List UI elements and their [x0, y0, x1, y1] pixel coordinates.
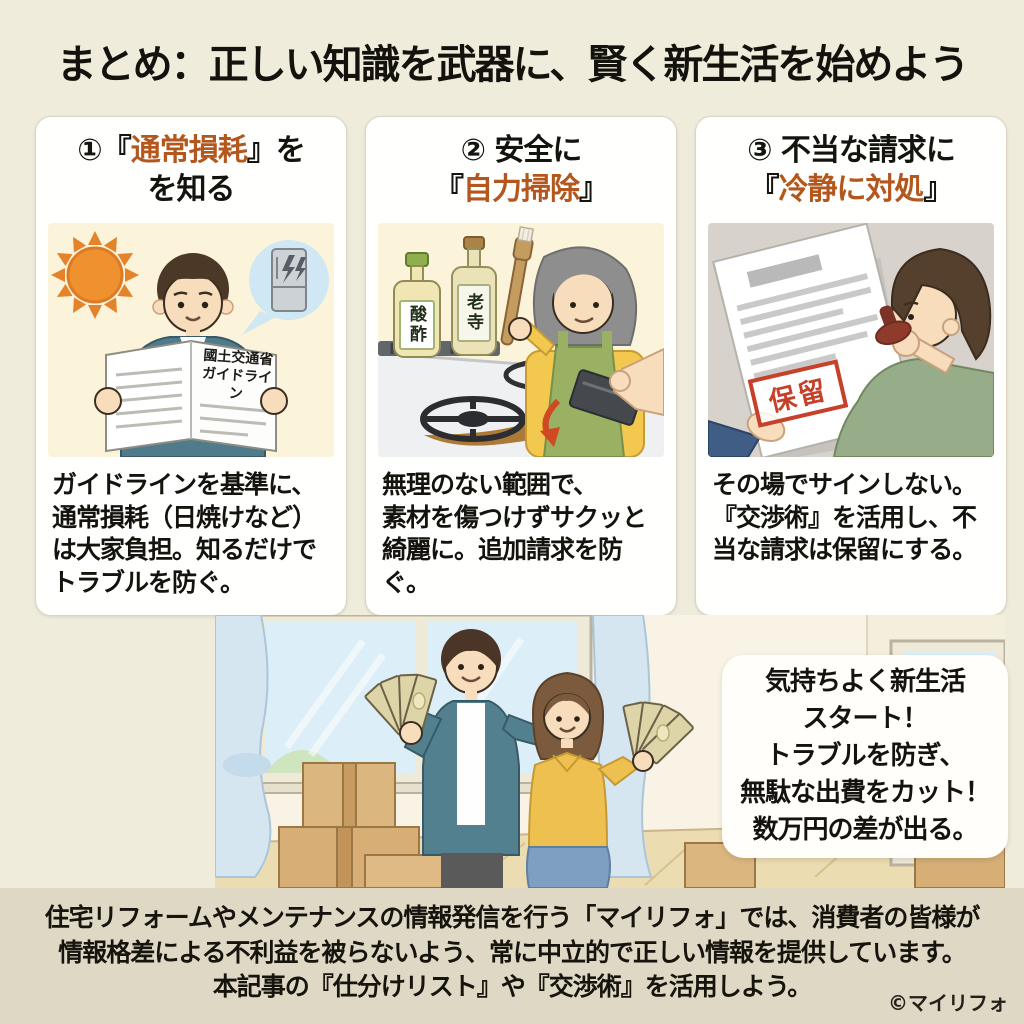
card1-heading: ①『通常損耗』を を知る [36, 131, 346, 209]
callout-line: 無駄な出費をカット！ [739, 777, 991, 808]
footer-line: 住宅リフォームやメンテナンスの情報発信を行う「マイリフォ」では、消費者の皆様が [44, 903, 981, 932]
page-title: まとめ：正しい知識を武器に、賢く新生活を始めよう [56, 42, 970, 88]
footer-line: 情報格差による不利益を被らないよう、常に中立的で正しい情報を提供しています。 [58, 937, 967, 967]
summary-card-2: ② 安全に 『自力掃除』 [365, 116, 677, 616]
card2-heading-line1: ② 安全に [460, 133, 583, 168]
body-line: その場でサインしない。 [712, 470, 977, 499]
scraper-card [568, 347, 664, 426]
body-line: ガイドラインを基準に、 [52, 470, 316, 499]
card1-heading-line2: を知る [147, 172, 236, 207]
body-line: 素材を傷つけずサクッと [382, 502, 647, 532]
booklet-title-line2: ガイドライン [201, 365, 273, 403]
card1-heading-prefix: ①『 [77, 133, 131, 168]
bottle2-label: 老寺 [463, 293, 483, 333]
callout-line: スタート！ [802, 704, 928, 735]
man-stamping [832, 247, 994, 457]
body-line: 綺麗に。追加請求を防ぐ。 [382, 535, 623, 597]
body-line: は大家負担。知るだけで [52, 535, 317, 564]
cleaner-bottle [451, 236, 497, 356]
guideline-booklet [105, 339, 277, 453]
callout-line: 気持ちよく新生活 [764, 667, 966, 698]
card2-heading: ② 安全に 『自力掃除』 [366, 131, 676, 209]
callout-line: 数万円の差が出る。 [752, 814, 978, 845]
sun-icon [51, 231, 139, 319]
card3-heading-suffix: 』 [923, 172, 954, 207]
toothbrush [500, 226, 534, 346]
card3-heading: ③ 不当な請求に 『冷静に対処』 [696, 131, 1006, 209]
card3-heading-accent: 冷静に対処 [778, 172, 925, 207]
copyright: ©マイリフォ [888, 991, 1008, 1015]
card3-illustration-svg [708, 223, 994, 457]
moving-boxes-left [278, 762, 454, 888]
card3-illustration: 保留 [708, 223, 994, 457]
card1-body: ガイドラインを基準に、 通常損耗（日焼けなど） は大家負担。知るだけで トラブル… [52, 469, 338, 599]
body-line: トラブルを防ぐ。 [52, 567, 245, 597]
card2-illustration-svg [378, 223, 664, 457]
card3-heading-line1: ③ 不当な請求に [747, 133, 956, 168]
vinegar-bottle [393, 252, 441, 358]
money-fan-man [364, 673, 438, 736]
booklet-title: 國土交通省 ガイドライン [194, 346, 280, 406]
money-fan-woman [622, 701, 694, 765]
body-line: 無理のない範囲で、 [382, 470, 598, 499]
man-reading [94, 253, 288, 457]
body-line: 当な請求は保留にする。 [712, 535, 977, 564]
card2-body: 無理のない範囲で、 素材を傷つけずサクッと 綺麗に。追加請求を防ぐ。 [382, 469, 668, 599]
summary-card-3: ③ 不当な請求に 『冷静に対処』 [695, 116, 1007, 616]
card3-heading-prefix: 『 [749, 172, 780, 207]
rubber-stamp [875, 305, 912, 345]
body-line: 通常損耗（日焼けなど） [52, 502, 317, 532]
body-line: 『交渉術』を活用し、不 [712, 502, 977, 532]
card2-illustration: 酸酢 老寺 [378, 223, 664, 457]
card1-illustration-svg [48, 223, 334, 457]
callout-line: トラブルを防ぎ、 [765, 741, 966, 772]
refrigerator-icon [271, 248, 307, 312]
card1-illustration: 國土交通省 ガイドライン [48, 223, 334, 457]
card2-heading-suffix: 』 [579, 172, 609, 207]
curtains [215, 615, 653, 878]
red-arrow [540, 398, 561, 447]
card2-heading-prefix: 『 [434, 172, 464, 207]
summary-card-1: ①『通常損耗』を を知る [35, 116, 347, 616]
card3-body: その場でサインしない。 『交渉術』を活用し、不 当な請求は保留にする。 [712, 469, 998, 567]
footer-band: 住宅リフォームやメンテナンスの情報発信を行う「マイリフォ」では、消費者の皆様が … [0, 888, 1024, 1024]
woman [526, 671, 694, 888]
card2-heading-accent: 自力掃除 [463, 172, 580, 207]
bottle1-label: 酸酢 [406, 305, 426, 345]
card1-heading-suffix: 』を [246, 133, 306, 168]
card1-heading-accent: 通常損耗 [130, 133, 248, 168]
benefit-callout-box: 気持ちよく新生活 スタート！ トラブルを防ぎ、 無駄な出費をカット！ 数万円の差… [722, 655, 1008, 858]
footer-line: 本記事の『仕分けリスト』や『交渉術』を活用しよう。 [212, 972, 813, 1001]
